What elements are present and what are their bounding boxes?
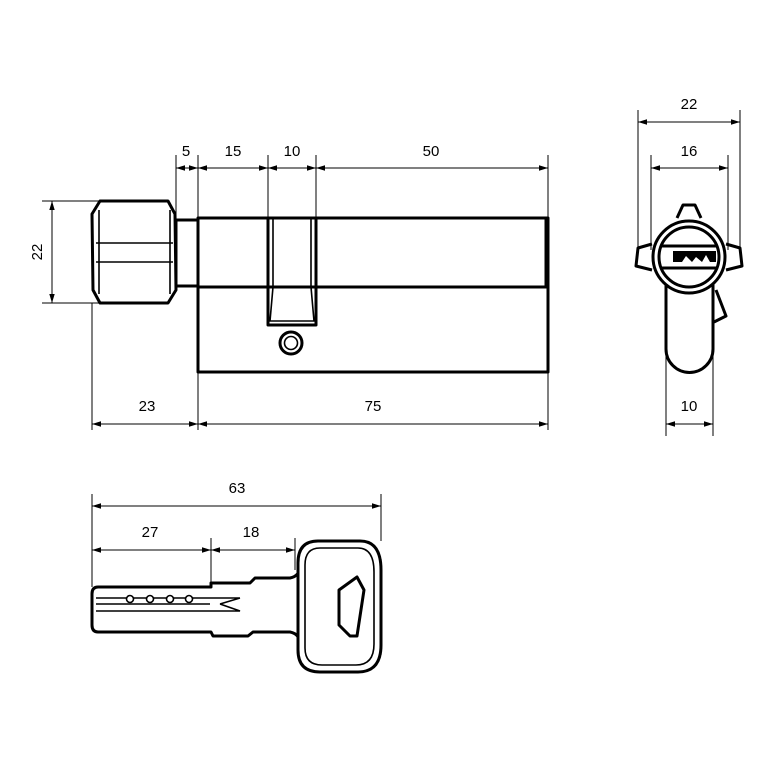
fixing-hole (278, 330, 304, 356)
fin (713, 289, 728, 324)
tongue (664, 284, 715, 374)
dim-key-63: 63 (229, 480, 246, 497)
dim-key-18: 18 (243, 524, 260, 541)
thumb-turn-knob (90, 199, 178, 305)
dim-key-27: 27 (142, 524, 159, 541)
dim-height-22: 22 (29, 244, 46, 261)
key-dimples (125, 594, 194, 604)
dim-knob-23: 23 (139, 398, 156, 415)
dim-10: 10 (284, 143, 301, 160)
cylinder-body (196, 216, 550, 374)
dim-side-10: 10 (681, 398, 698, 415)
side-dimensions: 22 16 10 (637, 96, 741, 436)
front-dimensions: 5 15 10 50 22 23 75 (29, 143, 549, 430)
dim-50: 50 (423, 143, 440, 160)
keyway (673, 251, 716, 262)
dim-side-16: 16 (681, 143, 698, 160)
key (90, 539, 383, 674)
dim-15: 15 (225, 143, 242, 160)
key-head-emblem (337, 575, 366, 638)
knob-shaft (174, 218, 200, 288)
key-blade (90, 564, 302, 646)
dim-body-75: 75 (365, 398, 382, 415)
dim-5: 5 (182, 143, 190, 160)
cylinder-front-view (90, 199, 550, 374)
cylinder-side-view (634, 203, 744, 374)
cam (266, 218, 318, 327)
dim-side-22: 22 (681, 96, 698, 113)
key-dimensions: 63 27 18 (91, 480, 382, 587)
